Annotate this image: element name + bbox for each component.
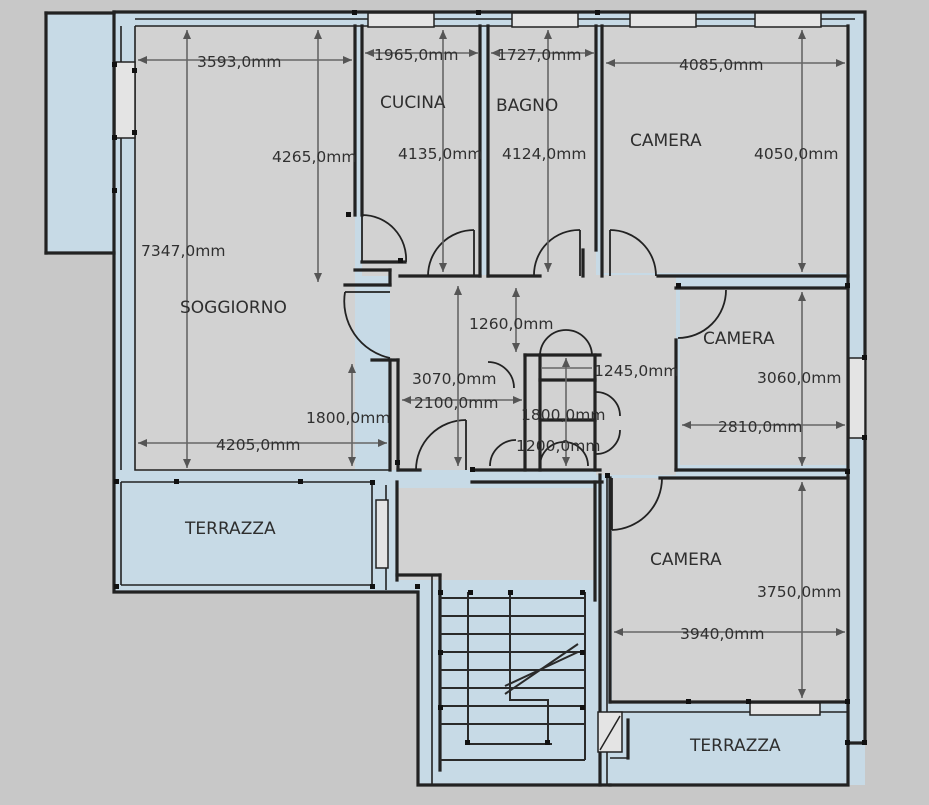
- dim-camera-mid-width: 2810,0mm: [718, 418, 802, 436]
- dim-cucina-height: 4135,0mm: [398, 145, 482, 163]
- dim-bagno-height: 4124,0mm: [502, 145, 586, 163]
- room-label-camera-top-right: CAMERA: [630, 131, 702, 151]
- dim-soggiorno-width-top: 3593,0mm: [197, 53, 281, 71]
- dim-camera-bottom-width: 3940,0mm: [680, 625, 764, 643]
- windows: [114, 12, 866, 753]
- dim-camera-top-height: 4050,0mm: [754, 145, 838, 163]
- dim-camera-mid-height: 3060,0mm: [757, 369, 841, 387]
- dim-soggiorno-height-full: 7347,0mm: [141, 242, 225, 260]
- dim-soggiorno-width-bottom: 4205,0mm: [216, 436, 300, 454]
- room-label-bagno: BAGNO: [496, 96, 558, 116]
- dimension-arrows: [138, 30, 845, 698]
- dim-bagno-width: 1727,0mm: [497, 46, 581, 64]
- room-label-soggiorno: SOGGIORNO: [180, 298, 287, 318]
- dim-closet-width-b: 1200,0mm: [516, 437, 600, 455]
- dim-camera-bottom-height: 3750,0mm: [757, 583, 841, 601]
- dim-cucina-width: 1965,0mm: [374, 46, 458, 64]
- room-label-terrazza-left: TERRAZZA: [184, 519, 276, 539]
- dimension-lines: [138, 30, 845, 698]
- dim-soggiorno-height-right: 4265,0mm: [272, 148, 356, 166]
- room-labels: SOGGIORNO CUCINA BAGNO CAMERA CAMERA CAM…: [180, 93, 781, 756]
- dim-corridor-short: 1260,0mm: [469, 315, 553, 333]
- room-label-cucina: CUCINA: [380, 93, 446, 113]
- dim-closet-width-a: 1245,0mm: [594, 362, 678, 380]
- room-label-camera-bottom-right: CAMERA: [650, 550, 722, 570]
- room-interiors: [135, 26, 848, 702]
- dim-closet-height: 1800,0mm: [521, 406, 605, 424]
- room-label-terrazza-bottom: TERRAZZA: [689, 736, 781, 756]
- dim-camera-top-width: 4085,0mm: [679, 56, 763, 74]
- dim-corridor-height: 3070,0mm: [412, 370, 496, 388]
- dim-corridor-width: 2100,0mm: [414, 394, 498, 412]
- room-label-camera-middle-right: CAMERA: [703, 329, 775, 349]
- dim-entry-height: 1800,0mm: [306, 409, 390, 427]
- vertex-nodes: [112, 10, 867, 745]
- dimension-labels: 3593,0mm 4265,0mm 7347,0mm 4205,0mm 1965…: [141, 46, 841, 643]
- door-swings: [343, 214, 727, 531]
